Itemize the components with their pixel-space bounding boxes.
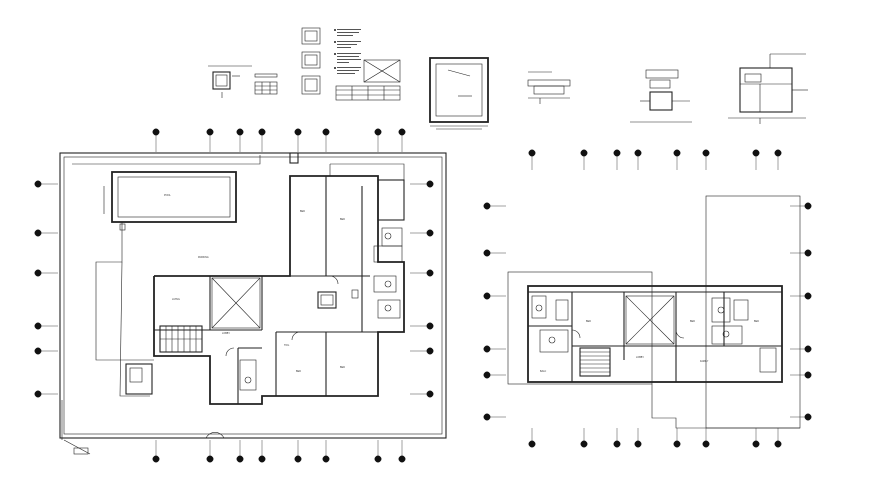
svg-text:LIVING: LIVING [172,298,180,301]
ground-floor-plan: POOL LIVING BED BED BED BED LOBBY PARKIN… [59,152,447,455]
detail-block-5 [630,69,692,123]
svg-text:POOL: POOL [164,194,171,197]
svg-text:BALC: BALC [540,370,547,373]
svg-text:BED: BED [690,320,695,323]
svg-text:LOBBY: LOBBY [636,356,644,359]
svg-text:BED: BED [586,320,591,323]
svg-text:LOBBY: LOBBY [222,332,230,335]
detail-block-1 [208,65,278,98]
svg-text:BED: BED [340,218,345,221]
first-floor-plan: BED BED BED BALC LOBBY FAMILY [507,195,801,429]
svg-text:BED: BED [300,210,305,213]
svg-text:FAMILY: FAMILY [700,360,709,363]
grid-bubbles-left [34,128,434,463]
svg-text:BED: BED [754,320,759,323]
svg-text:BED: BED [340,366,345,369]
svg-text:BED: BED [296,370,301,373]
grid-bubble-icon [152,128,406,152]
detail-block-3 [429,57,489,130]
detail-block-4 [527,71,571,104]
grid-bubbles-right [483,149,812,448]
svg-text:PARKING: PARKING [198,256,209,259]
svg-text:TOIL: TOIL [284,344,290,347]
detail-block-2 [301,27,401,101]
detail-block-6 [728,53,808,124]
